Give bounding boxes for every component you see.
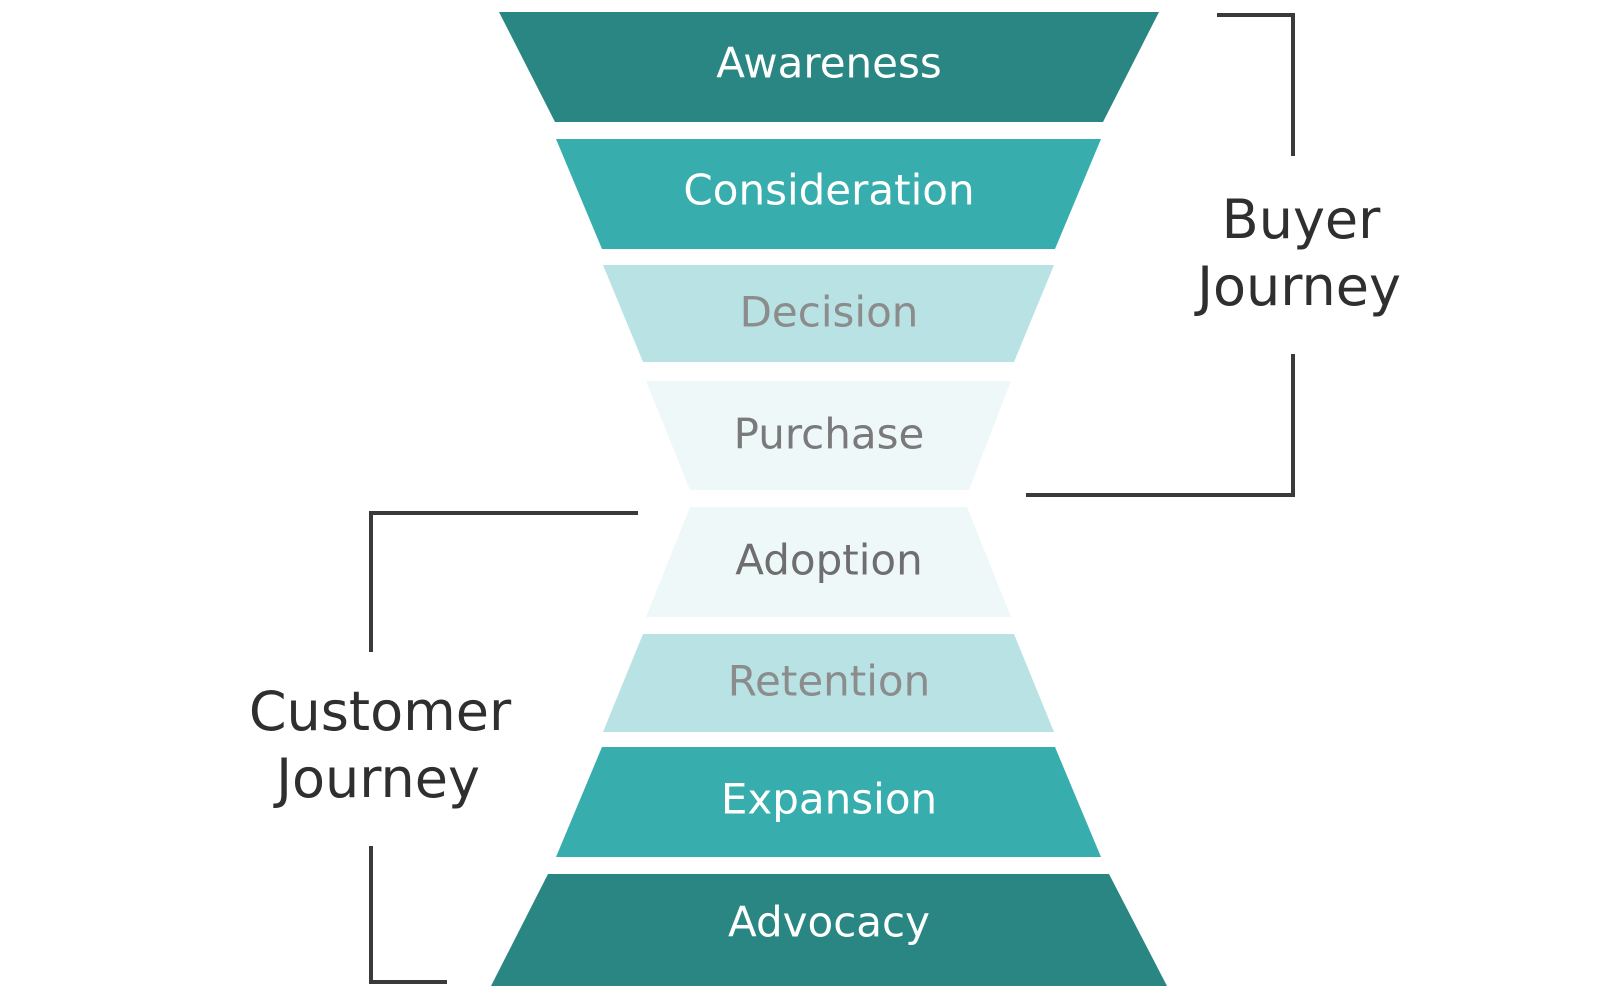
- customer-journey-group: Customer Journey: [249, 511, 638, 984]
- stage-consideration-label: Consideration: [683, 166, 974, 215]
- funnel-stages: Awareness Consideration Decision Purchas…: [491, 12, 1167, 986]
- customer-journey-label-line1: Customer: [249, 680, 512, 743]
- stage-expansion: Expansion: [556, 747, 1101, 857]
- buyer-journey-bracket-bottom: [1026, 354, 1295, 497]
- stage-retention: Retention: [603, 634, 1054, 732]
- stage-expansion-shape: [556, 747, 1101, 857]
- buyer-journey-label-line2: Journey: [1194, 255, 1401, 318]
- stage-consideration-shape: [556, 139, 1101, 249]
- stage-advocacy-shape: [491, 874, 1167, 986]
- stage-purchase: Purchase: [646, 381, 1011, 490]
- buyer-journey-bracket-top: [1217, 13, 1295, 156]
- buyer-journey-group: Buyer Journey: [1026, 13, 1401, 497]
- stage-consideration: Consideration: [556, 139, 1101, 249]
- stage-decision: Decision: [603, 265, 1054, 362]
- stage-adoption: Adoption: [646, 507, 1011, 617]
- stage-retention-shape: [603, 634, 1054, 732]
- customer-journey-bracket-bottom: [369, 846, 447, 984]
- stage-awareness: Awareness: [499, 12, 1159, 122]
- buyer-journey-label-line1: Buyer: [1222, 188, 1381, 251]
- stage-retention-label: Retention: [728, 657, 931, 706]
- stage-adoption-shape: [646, 507, 1011, 617]
- stage-decision-shape: [603, 265, 1054, 362]
- stage-awareness-shape: [499, 12, 1159, 122]
- stage-purchase-label: Purchase: [734, 410, 925, 459]
- stage-advocacy-label: Advocacy: [728, 898, 930, 947]
- stage-adoption-label: Adoption: [735, 536, 922, 585]
- stage-awareness-label: Awareness: [716, 39, 942, 88]
- stage-expansion-label: Expansion: [721, 775, 937, 824]
- stage-advocacy: Advocacy: [491, 874, 1167, 986]
- stage-decision-label: Decision: [740, 288, 919, 337]
- customer-journey-bracket-top: [369, 511, 638, 652]
- customer-journey-label-line2: Journey: [273, 747, 480, 810]
- stage-purchase-shape: [646, 381, 1011, 490]
